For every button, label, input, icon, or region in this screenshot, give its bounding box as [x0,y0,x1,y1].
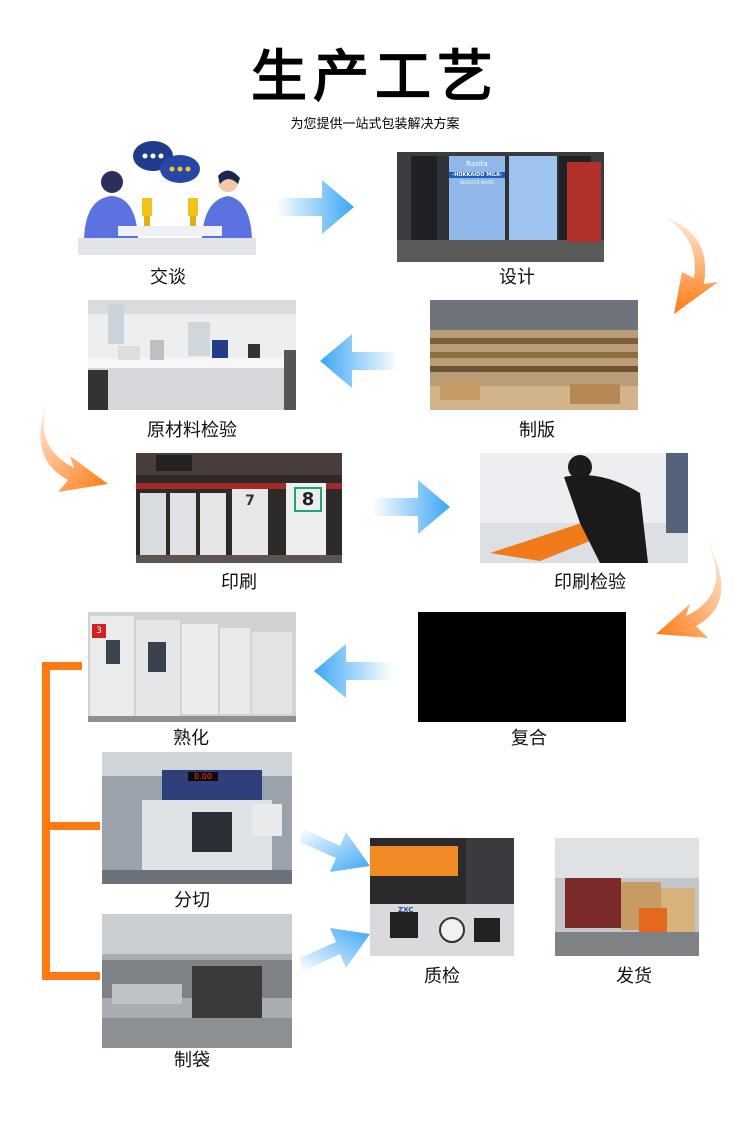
step-label-curing: 熟化 [173,728,209,749]
curing-tag-badge: 3 [92,624,106,638]
flow-arrow-diagonal-icon [300,924,374,982]
print-check-photo [480,453,688,563]
flow-arrow-right-icon [276,176,356,238]
page-title: 生产工艺 [251,45,499,110]
step-label-print-check: 印刷检验 [554,572,626,593]
talk-illustration [78,140,256,255]
flow-arrow-down-curve-icon [660,214,730,318]
quality-check-photo: ZXC [370,838,514,956]
step-label-design: 设计 [499,267,535,288]
step-label-plate: 制版 [519,420,555,441]
slitting-photo: 0.00 [102,752,292,884]
flow-arrow-right-icon [372,476,452,538]
flow-arrow-down-curve-icon [654,542,730,642]
design-brand-text: Rasita [466,160,488,168]
printing-photo: 7 8 [136,453,342,563]
shipping-photo [555,838,699,956]
design-product-text: -HOKKAIDO MILK- [449,172,505,178]
page-subtitle: 为您提供一站式包装解决方案 [290,117,460,132]
print-unit-7: 7 [245,493,255,509]
curing-photo: 3 [88,612,296,722]
design-sub-text: BOOSTER WHITE [460,180,494,185]
step-label-slitting: 分切 [174,890,210,911]
step-label-print: 印刷 [221,572,257,593]
step-label-material-check: 原材料检验 [147,420,237,441]
laminate-photo [418,612,626,722]
bagging-photo [102,914,292,1048]
step-label-bagging: 制袋 [174,1050,210,1071]
print-unit-8: 8 [294,487,322,512]
step-label-quality-check: 质检 [424,966,460,987]
step-label-laminate: 复合 [511,728,547,749]
step-label-talk: 交谈 [150,267,186,288]
process-bracket [40,662,100,982]
flow-arrow-diagonal-icon [300,818,374,876]
flow-arrow-left-icon [318,330,398,392]
slitter-display-readout: 0.00 [188,772,218,781]
tester-brand-text: ZXC [398,906,414,914]
step-label-shipping: 发货 [616,966,652,987]
flow-arrow-down-curve-icon [30,398,110,494]
plate-making-photo [430,300,638,410]
material-check-photo [88,300,296,410]
design-photo: Rasita -HOKKAIDO MILK- BOOSTER WHITE [397,152,604,262]
flow-arrow-left-icon [312,640,392,702]
